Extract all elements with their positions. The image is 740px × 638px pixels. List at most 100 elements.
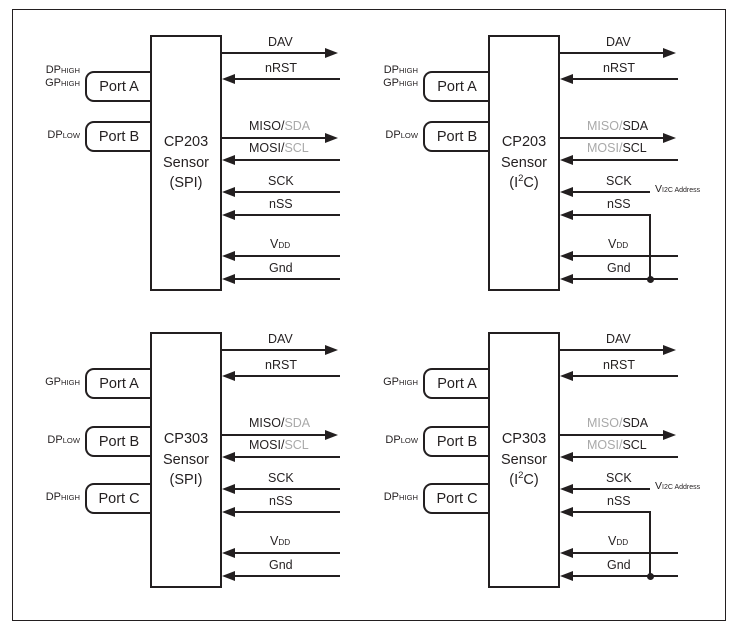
label-vdd-main: V xyxy=(270,237,279,251)
label-miso: MISO xyxy=(587,119,619,133)
circuit-cp203-i2c: CP203 Sensor (I2C) Port A DPHIGH GPHIGH … xyxy=(370,0,740,319)
arrow-mosi-scl xyxy=(222,451,235,462)
arrow-mosi-scl xyxy=(560,451,573,462)
arrow-dav xyxy=(663,344,676,355)
tag-dp-high: DPHIGH xyxy=(45,64,80,76)
port-label-b: Port B xyxy=(436,128,478,145)
port-box-a[interactable]: Port A xyxy=(85,71,157,102)
wire-gnd xyxy=(572,575,678,577)
circuit-cp303-i2c: CP303 Sensor (I2C) Port A GPHIGH Port B … xyxy=(370,297,740,617)
wire-miso-sda xyxy=(560,137,665,139)
wire-nrst xyxy=(234,78,340,80)
label-gnd: Gnd xyxy=(269,261,293,275)
wire-nss-dropdown xyxy=(649,214,651,280)
port-box-a[interactable]: Port A xyxy=(85,368,157,399)
label-sck: SCK xyxy=(268,471,294,485)
label-sck: SCK xyxy=(268,174,294,188)
tag-dp-low: DPLOW xyxy=(47,129,80,141)
tag-dp-high: DPHIGH xyxy=(45,491,80,503)
arrow-miso-sda xyxy=(325,132,338,143)
label-slash-2: / xyxy=(618,438,623,452)
port-label-b: Port B xyxy=(98,433,140,450)
wire-nrst xyxy=(234,375,340,377)
label-vdd: VDD xyxy=(270,238,290,251)
sensor-kind: Sensor xyxy=(501,451,547,468)
wire-nss xyxy=(234,214,340,216)
tag-dp-low: DPLOW xyxy=(47,434,80,446)
arrow-vdd xyxy=(222,547,235,558)
arrow-gnd xyxy=(222,273,235,284)
wire-sck xyxy=(572,488,650,490)
tag-gp-high: GPHIGH xyxy=(383,76,418,89)
label-scl: SCL xyxy=(622,141,647,155)
port-box-c[interactable]: Port C xyxy=(423,483,495,514)
sensor-box: CP203 Sensor (SPI) xyxy=(150,35,222,291)
label-sda: SDA xyxy=(622,416,649,430)
port-tag-b: DPLOW xyxy=(358,434,418,447)
port-label-c: Port C xyxy=(98,490,140,507)
sensor-kind: Sensor xyxy=(163,451,209,468)
port-box-a[interactable]: Port A xyxy=(423,368,495,399)
label-mosi-scl: MOSI/SCL xyxy=(249,142,309,155)
port-tag-c: DPHIGH xyxy=(358,491,418,504)
wire-vdd xyxy=(234,552,340,554)
wire-mosi-scl xyxy=(572,456,678,458)
label-gnd: Gnd xyxy=(607,261,631,275)
arrow-nss xyxy=(222,209,235,220)
arrow-dav xyxy=(325,47,338,58)
label-miso-sda: MISO/SDA xyxy=(249,417,310,430)
junction-dot-nss-gnd xyxy=(646,572,654,580)
label-slash-2: / xyxy=(280,438,285,452)
port-tag-b: DPLOW xyxy=(20,434,80,447)
label-mosi: MOSI xyxy=(587,141,619,155)
port-box-b[interactable]: Port B xyxy=(85,121,157,152)
wire-gnd xyxy=(572,278,678,280)
label-scl: SCL xyxy=(284,141,309,155)
circuit-cp203-spi: CP203 Sensor (SPI) Port A DPHIGH GPHIGH … xyxy=(0,0,370,319)
wire-miso-sda xyxy=(560,434,665,436)
port-box-c[interactable]: Port C xyxy=(85,483,157,514)
port-label-c: Port C xyxy=(436,490,478,507)
port-box-a[interactable]: Port A xyxy=(423,71,495,102)
label-scl: SCL xyxy=(284,438,309,452)
port-label-b: Port B xyxy=(436,433,478,450)
port-tag-c: DPHIGH xyxy=(20,491,80,504)
arrow-nss xyxy=(560,506,573,517)
label-vdd: VDD xyxy=(270,535,290,548)
wire-gnd xyxy=(234,278,340,280)
arrow-mosi-scl xyxy=(222,154,235,165)
wire-nrst xyxy=(572,78,678,80)
sensor-box: CP303 Sensor (I2C) xyxy=(488,332,560,588)
label-mosi-scl: MOSI/SCL xyxy=(249,439,309,452)
port-tag-a: DPHIGH GPHIGH xyxy=(358,64,418,90)
port-box-b[interactable]: Port B xyxy=(85,426,157,457)
label-miso-sda: MISO/SDA xyxy=(587,120,648,133)
label-dav: DAV xyxy=(606,35,631,49)
label-nss: nSS xyxy=(269,197,293,211)
arrow-vdd xyxy=(560,250,573,261)
sensor-chip-name: CP303 xyxy=(163,431,209,448)
label-miso: MISO xyxy=(249,416,281,430)
arrow-sck xyxy=(560,186,573,197)
wire-sck xyxy=(234,488,340,490)
label-vi2c-main: V xyxy=(655,480,663,492)
port-tag-a: DPHIGH GPHIGH xyxy=(20,64,80,90)
arrow-miso-sda xyxy=(325,429,338,440)
arrow-dav xyxy=(663,47,676,58)
label-nrst: nRST xyxy=(265,61,297,75)
arrow-nrst xyxy=(560,73,573,84)
sensor-chip-name: CP203 xyxy=(501,134,547,151)
wire-mosi-scl xyxy=(572,159,678,161)
label-mosi: MOSI xyxy=(587,438,619,452)
arrow-mosi-scl xyxy=(560,154,573,165)
port-box-b[interactable]: Port B xyxy=(423,121,495,152)
wire-dav xyxy=(560,349,665,351)
label-miso: MISO xyxy=(587,416,619,430)
label-sda: SDA xyxy=(622,119,649,133)
arrow-sck xyxy=(222,186,235,197)
arrow-miso-sda xyxy=(663,132,676,143)
port-box-b[interactable]: Port B xyxy=(423,426,495,457)
wire-mosi-scl xyxy=(234,159,340,161)
arrow-gnd xyxy=(560,570,573,581)
arrow-nrst xyxy=(560,370,573,381)
